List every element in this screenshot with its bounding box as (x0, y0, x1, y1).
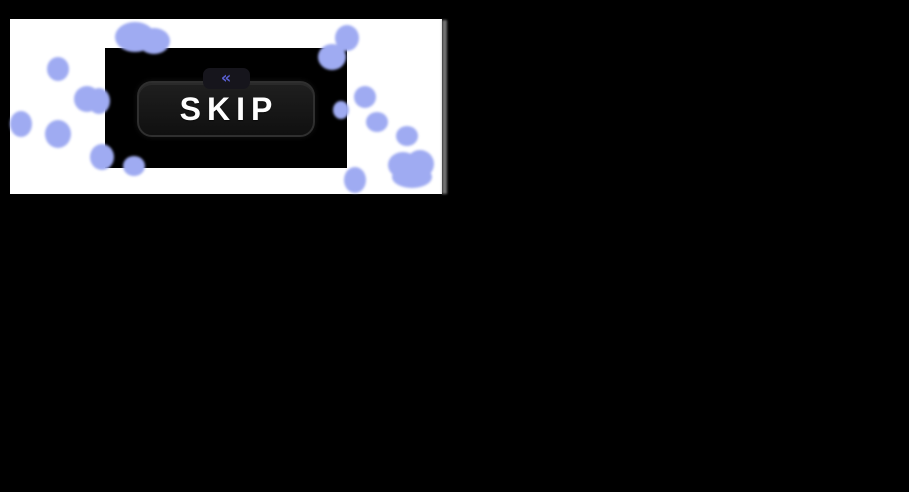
skip-panel: « SKIP (105, 48, 347, 168)
skip-button[interactable]: SKIP (137, 81, 315, 137)
double-chevron-left-icon: « (220, 67, 232, 87)
collapse-tab[interactable]: « (202, 67, 250, 89)
ad-canvas-card: « SKIP (10, 19, 442, 194)
skip-button-label: SKIP (179, 90, 279, 127)
card-edge-shadow (442, 20, 447, 194)
